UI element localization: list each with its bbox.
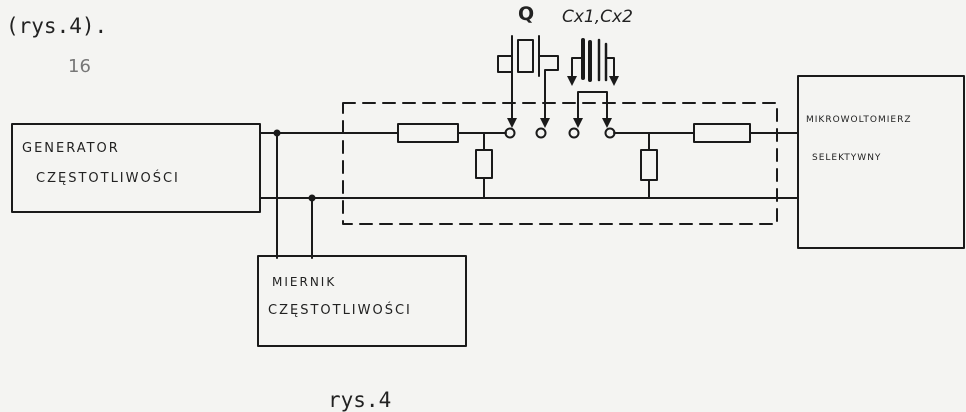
- terminal-4: [604, 127, 616, 139]
- generator-label-line1: GENERATOR: [22, 141, 120, 156]
- measurement-network-frame: [342, 102, 778, 225]
- crystal-label: Q: [518, 3, 534, 25]
- terminal-2: [535, 127, 547, 139]
- generator-block: [11, 123, 261, 213]
- terminal-3: [568, 127, 580, 139]
- figure-caption: rys.4: [328, 388, 391, 412]
- junction-dot-upper: [273, 129, 281, 137]
- meter-label-line2: CZĘSTOTLIWOŚCI: [268, 302, 412, 318]
- capacitors-label: Cx1,Cx2: [562, 7, 633, 27]
- page-number: 16: [68, 56, 91, 77]
- crystal-resonator-symbol: [497, 35, 559, 125]
- microvoltmeter-label-line2: SELEKTYWNY: [812, 153, 881, 163]
- frequency-meter-block: [257, 255, 467, 347]
- header-reference: (rys.4).: [6, 14, 107, 38]
- terminal-1: [504, 127, 516, 139]
- series-resistor-2: [693, 123, 751, 143]
- capacitor-arrow-heads: [567, 76, 619, 128]
- microvoltmeter-label-line1: MIKROWOLTOMIERZ: [806, 115, 912, 125]
- shunt-resistor-1: [475, 149, 493, 179]
- shunt-resistor-2: [640, 149, 658, 181]
- crystal-arrow-heads: [507, 118, 550, 128]
- capacitor-pair-symbol: [571, 38, 615, 125]
- microvoltmeter-block: [797, 75, 965, 249]
- series-resistor-1: [397, 123, 459, 143]
- generator-label-line2: CZĘSTOTLIWOŚCI: [36, 170, 180, 186]
- meter-drop-lines: [276, 132, 313, 259]
- junction-dot-lower: [308, 194, 316, 202]
- meter-label-line1: MIERNIK: [272, 275, 336, 289]
